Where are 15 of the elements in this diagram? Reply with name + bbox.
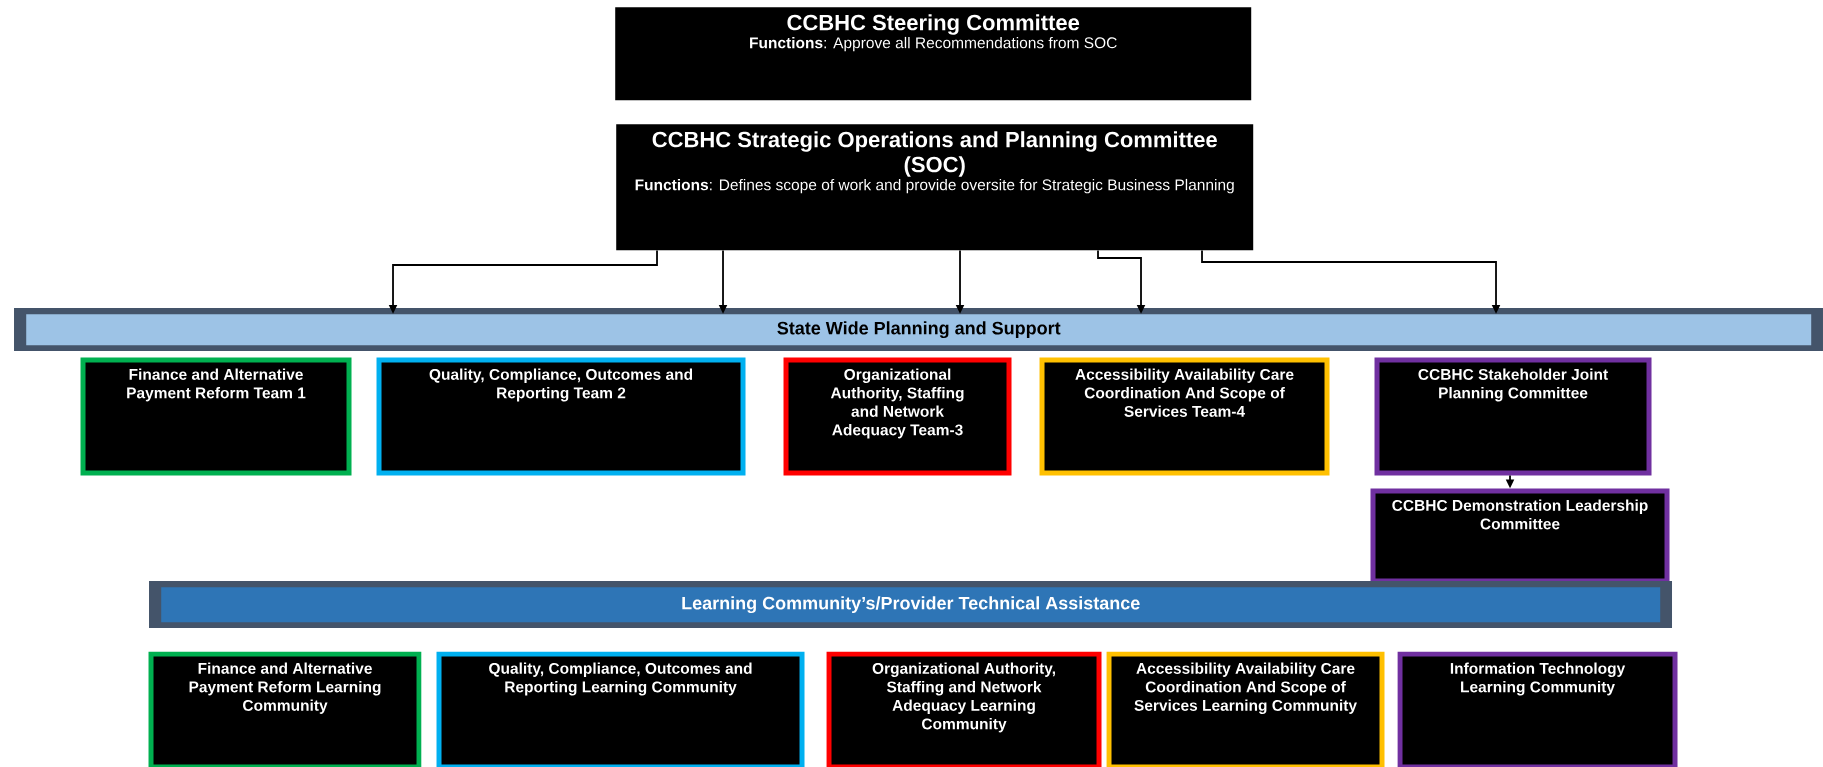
committee-box: CCBHC Steering Committee Functions: Approve all Recommendations from SOC	[615, 7, 1252, 101]
team-box: Organizational Authority, Staffing and Network Adequacy Learning Community	[826, 651, 1102, 767]
team-box: Quality, Compliance, Outcomes and Reporting Learning Community	[436, 651, 805, 767]
section-banner: State Wide Planning and Support	[14, 308, 1823, 351]
team-box: Information Technology Learning Community	[1397, 651, 1678, 767]
team-box: CCBHC Demonstration Leadership Committee	[1370, 488, 1670, 584]
team-box: CCBHC Stakeholder Joint Planning Committee	[1374, 357, 1652, 476]
committee-box: CCBHC Strategic Operations and Planning Committee (SOC) Functions: Defines scope of work and provide oversite for Strategic Business Planning	[616, 124, 1254, 251]
team-box: Finance and Alternative Payment Reform Team 1	[80, 357, 352, 476]
team-box: Organizational Authority, Staffing and Network Adequacy Team-3	[783, 357, 1012, 476]
team-box: Accessibility Availability Care Coordination And Scope of Services Team-4	[1039, 357, 1330, 476]
section-banner: Learning Community’s/Provider Technical Assistance	[149, 581, 1672, 628]
team-box: Finance and Alternative Payment Reform Learning Community	[148, 651, 422, 767]
team-box: Accessibility Availability Care Coordination And Scope of Services Learning Community	[1106, 651, 1385, 767]
team-box: Quality, Compliance, Outcomes and Reporting Team 2	[376, 357, 746, 476]
